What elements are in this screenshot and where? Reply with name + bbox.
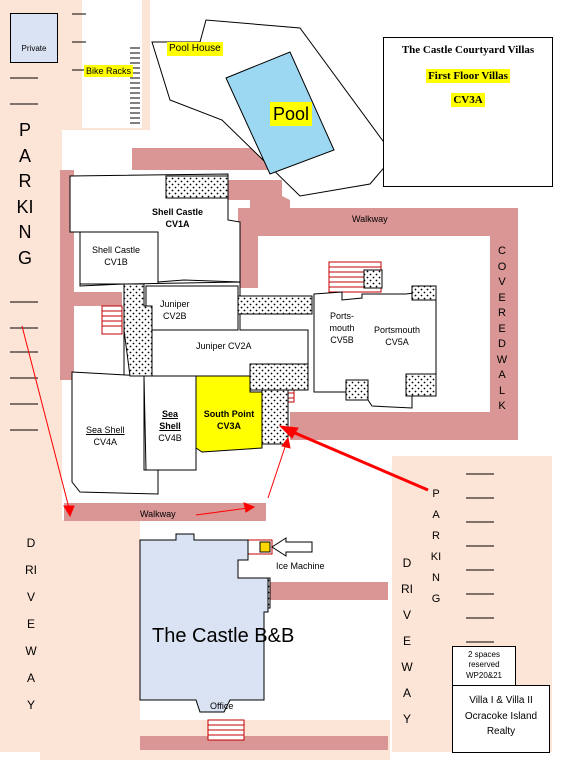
parking-top-white — [82, 0, 142, 128]
driveway-right-label: DRIVEWAY — [401, 556, 413, 726]
office-label: Office — [210, 701, 234, 711]
parking-stalls-right — [466, 473, 494, 643]
castle-bb-label: The Castle B&B — [152, 625, 295, 647]
title-line-1: The Castle Courtyard Villas — [401, 44, 535, 56]
unit-cv5b-code: CV5B — [330, 335, 354, 346]
unit-cv3a-highlight — [195, 375, 263, 453]
unit-cv1b-label: Shell Castle CV1B — [92, 244, 140, 268]
covered-walk-label: COVEREDWALK — [496, 245, 508, 412]
unit-cv2a-label: Juniper CV2A — [196, 341, 252, 351]
realty-box: Villa I & Villa II Ocracoke Island Realt… — [452, 685, 550, 753]
title-line-2: First Floor Villas — [426, 69, 510, 83]
parking-left-label: PARKING — [16, 120, 34, 268]
castle-bb-building — [139, 533, 269, 713]
parking-right-label: PARKING — [430, 488, 442, 605]
unit-cv3a-label: South Point CV3A — [200, 408, 258, 432]
unit-cv1a-name: Shell Castle — [152, 207, 204, 217]
private-label: Private — [21, 44, 47, 53]
unit-cv5a-name: Portsmouth — [374, 325, 421, 335]
unit-cv5a-code: CV5A — [385, 337, 409, 348]
unit-cv4b-label: Sea Shell CV4B — [158, 408, 182, 444]
unit-cv2b-name: Juniper — [160, 299, 190, 309]
bike-rack-icon — [130, 47, 140, 124]
unit-cv1b-code: CV1B — [104, 257, 128, 268]
unit-cv5a-label: Portsmouth CV5A — [374, 324, 420, 348]
direction-arrows — [21, 325, 429, 518]
unit-cv4a-label: Sea Shell CV4A — [86, 424, 125, 448]
walkway-bottom-label: Walkway — [140, 509, 176, 519]
unit-cv2b-label: Juniper CV2B — [160, 298, 190, 322]
unit-cv3a-code: CV3A — [216, 421, 241, 432]
driveway-left-label: DRIVEWAY — [25, 536, 37, 712]
unit-cv4a-name: Sea Shell — [86, 425, 125, 435]
unit-cv5b-label: Ports-mouth CV5B — [324, 310, 360, 346]
driveway-mid — [40, 520, 140, 720]
parking-stalls-left — [10, 13, 86, 431]
private-sign: Private — [10, 13, 58, 63]
realty-label: Villa I & Villa II Ocracoke Island Realt… — [464, 695, 538, 737]
unit-cv5b-name: Ports-mouth — [329, 311, 355, 334]
ice-machine-label: Ice Machine — [276, 561, 325, 571]
pool-label: Pool — [270, 102, 313, 127]
unit-cv4b-name: Sea Shell — [159, 409, 181, 432]
ice-machine-icon — [259, 541, 271, 553]
unit-cv4a-code: CV4A — [93, 437, 118, 448]
title-box: The Castle Courtyard Villas First Floor … — [383, 37, 553, 187]
unit-cv2b-code: CV2B — [163, 311, 187, 322]
unit-cv4b-code: CV4B — [158, 433, 182, 444]
reserved-box: 2 spaces reserved WP20&21 — [452, 646, 516, 686]
pool-house-label: Pool House — [167, 42, 223, 56]
villa-buildings — [69, 173, 437, 495]
unit-cv1b-name: Shell Castle — [92, 245, 141, 255]
bike-racks-label: Bike Racks — [84, 65, 134, 78]
unit-cv1a-code: CV1A — [165, 219, 190, 230]
ice-machine-pointer-icon — [271, 537, 313, 557]
unit-cv3a-name: South Point — [203, 409, 255, 419]
walkway-top-label: Walkway — [352, 214, 388, 224]
reserved-label: 2 spaces reserved WP20&21 — [465, 650, 503, 680]
unit-cv1a-label: Shell Castle CV1A — [152, 206, 203, 230]
title-line-3: CV3A — [451, 93, 485, 107]
